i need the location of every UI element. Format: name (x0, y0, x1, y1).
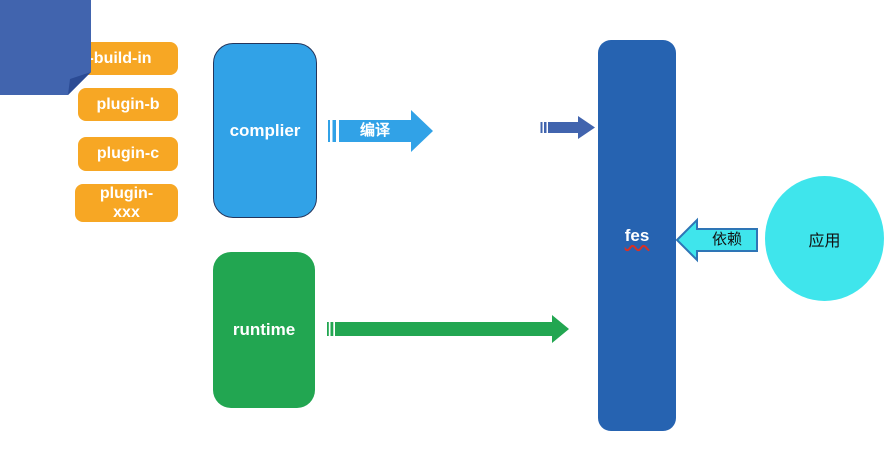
left-arrow-icon (675, 217, 758, 263)
plugin-c-label: plugin-c (96, 145, 160, 162)
app-ellipse: 应用 (765, 176, 884, 301)
app-label: 应用 (808, 232, 841, 250)
runtime-plugins-box: 运行时 plugins (0, 0, 475, 95)
compile-arrow-label: 编译 (359, 122, 390, 139)
striped-right-arrow-icon (540, 116, 595, 139)
fes-label: fes (624, 225, 650, 245)
plugin-xxx-box: plugin-xxx (75, 184, 178, 222)
folded-corner-shape-icon (0, 0, 91, 95)
runtime-box: runtime (213, 252, 315, 408)
runtime-plugins-label-line1: 运行时 (422, 16, 471, 33)
plugin-b-label: plugin-b (96, 95, 160, 113)
complier-box: complier (213, 43, 317, 218)
plugin-xxx-label: plugin-xxx (99, 185, 154, 221)
striped-right-arrow-icon (328, 110, 433, 152)
fes-box: fes (598, 40, 676, 431)
runtime-plugins-label: 运行时 plugins (0, 14, 893, 58)
runtime-plugins-label-line2: plugins (418, 38, 475, 55)
runtime-arrow (326, 312, 570, 346)
runtime-label: runtime (232, 320, 296, 339)
compile-arrow: 编译 (327, 108, 434, 154)
plugins-to-fes-arrow (540, 114, 596, 141)
complier-label: complier (229, 120, 301, 140)
striped-right-arrow-icon (327, 315, 569, 343)
plugin-c-box: plugin-c (78, 137, 178, 171)
depends-arrow-label: 依赖 (711, 231, 742, 248)
depends-arrow: 依赖 (675, 217, 759, 263)
plugin-b-box: plugin-b (78, 88, 178, 121)
